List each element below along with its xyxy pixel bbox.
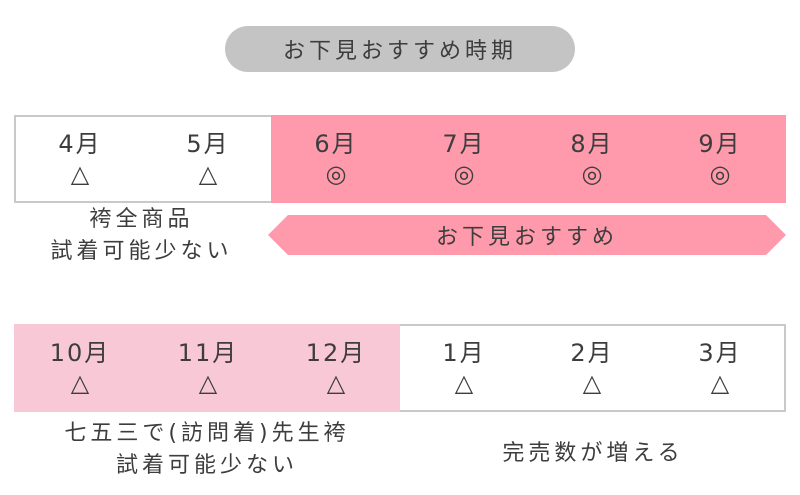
month-label: 6月 [314, 130, 358, 158]
month-cell: 7月◎ [400, 117, 528, 201]
month-label: 3月 [698, 339, 742, 367]
note-jan-mar: 完売数が増える [400, 438, 786, 470]
month-cell: 1月△ [400, 326, 528, 410]
month-cell: 3月△ [656, 326, 784, 410]
months-row-apr-sep: 4月△ 5月△ 6月◎ 7月◎ 8月◎ 9月◎ [14, 115, 786, 203]
triangle-icon: △ [454, 369, 474, 397]
month-label: 5月 [186, 130, 230, 158]
double-circle-icon: ◎ [581, 160, 603, 188]
note-line: 袴全商品 [89, 207, 194, 232]
month-label: 4月 [58, 130, 102, 158]
month-cell: 6月◎ [272, 117, 400, 201]
month-cell: 10月△ [16, 326, 144, 410]
note-line: 試着可能少ない [115, 453, 298, 478]
month-label: 10月 [49, 339, 111, 367]
note-line: 試着可能少ない [50, 239, 233, 264]
month-cell: 8月◎ [528, 117, 656, 201]
month-cell: 9月◎ [656, 117, 784, 201]
note-oct-dec: 七五三で(訪問着)先生袴 試着可能少ない [14, 418, 400, 482]
note-line: 完売数が増える [502, 441, 684, 466]
month-label: 7月 [442, 130, 486, 158]
busy-segment [14, 324, 400, 412]
month-label: 8月 [570, 130, 614, 158]
triangle-icon: △ [582, 369, 602, 397]
month-label: 1月 [442, 339, 486, 367]
double-circle-icon: ◎ [453, 160, 475, 188]
month-cell: 12月△ [272, 326, 400, 410]
triangle-icon: △ [70, 369, 90, 397]
note-line: 七五三で(訪問着)先生袴 [64, 421, 350, 446]
triangle-icon: △ [326, 369, 346, 397]
months-row-oct-mar: 10月△ 11月△ 12月△ 1月△ 2月△ 3月△ [14, 324, 786, 412]
triangle-icon: △ [710, 369, 730, 397]
month-label: 2月 [570, 339, 614, 367]
triangle-icon: △ [198, 160, 218, 188]
triangle-icon: △ [70, 160, 90, 188]
month-cell: 5月△ [144, 117, 272, 201]
month-label: 11月 [177, 339, 239, 367]
note-apr-may: 袴全商品 試着可能少ない [14, 204, 269, 268]
double-circle-icon: ◎ [709, 160, 731, 188]
triangle-icon: △ [198, 369, 218, 397]
month-label: 9月 [698, 130, 742, 158]
month-label: 12月 [305, 339, 367, 367]
title-pill: お下見おすすめ時期 [225, 26, 575, 72]
month-cell: 11月△ [144, 326, 272, 410]
arrow-label: お下見おすすめ [435, 225, 618, 250]
double-circle-icon: ◎ [325, 160, 347, 188]
month-cell: 2月△ [528, 326, 656, 410]
month-cell: 4月△ [16, 117, 144, 201]
recommended-segment [271, 115, 786, 203]
recommended-arrow: お下見おすすめ [268, 215, 786, 255]
